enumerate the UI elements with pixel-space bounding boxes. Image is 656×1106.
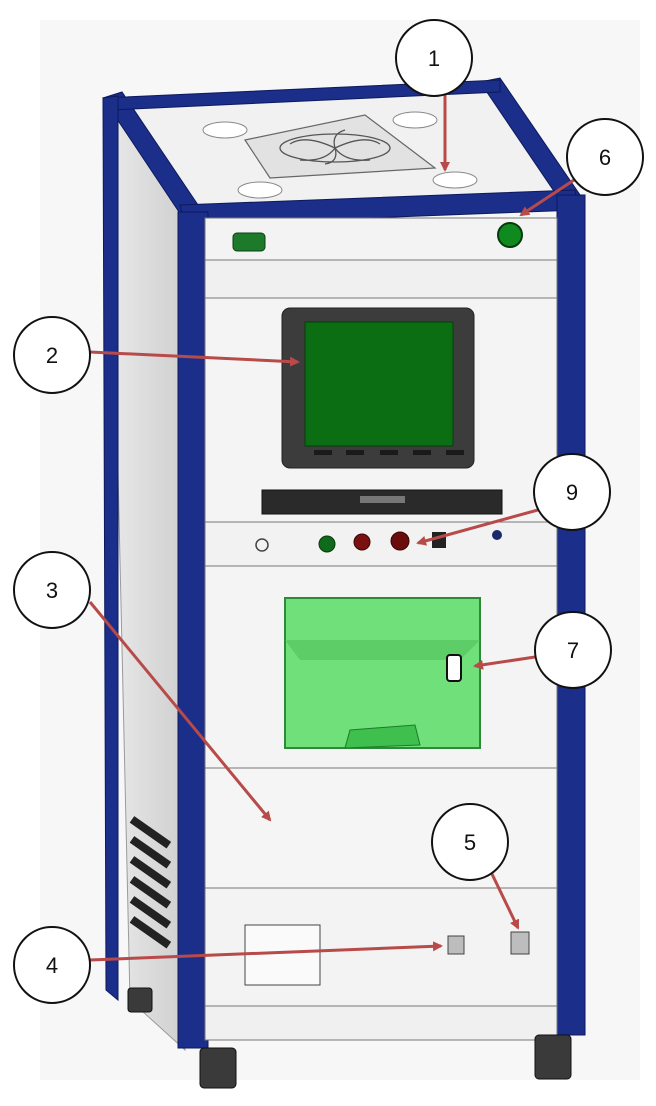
top-hole (202, 121, 248, 139)
indicator-light (232, 232, 266, 252)
screen-icon (304, 321, 454, 447)
callout-5: 5 (431, 803, 509, 881)
callout-9: 9 (533, 453, 611, 531)
svg-text:9: 9 (566, 480, 578, 505)
front-face (204, 217, 558, 1041)
window-tray (344, 724, 421, 749)
button-icon (497, 222, 523, 248)
handle-icon (446, 654, 462, 682)
side-vents (129, 816, 172, 949)
foot-icon (127, 987, 572, 1089)
button-icon (353, 533, 371, 551)
top-hole (392, 111, 438, 129)
monitor-buttons (314, 450, 464, 455)
callout-7: 7 (534, 611, 612, 689)
handle-icon (360, 496, 405, 503)
svg-text:7: 7 (567, 638, 579, 663)
svg-text:4: 4 (46, 953, 58, 978)
power-switch (447, 935, 465, 955)
callout-6: 6 (566, 118, 644, 196)
power-switch (510, 931, 530, 955)
svg-text:5: 5 (464, 830, 476, 855)
button-icon (318, 535, 336, 553)
fan-plate (244, 114, 437, 179)
top-hole (432, 171, 478, 189)
socket-box (244, 924, 321, 986)
callout-1: 1 (395, 19, 473, 97)
button-icon (255, 538, 269, 552)
button-icon (390, 531, 410, 551)
fan-icon (279, 129, 391, 165)
callout-2: 2 (13, 316, 91, 394)
callout-4: 4 (13, 926, 91, 1004)
callout-arrows (88, 95, 581, 962)
button-icon (492, 530, 502, 540)
top-hole (237, 181, 283, 199)
svg-text:6: 6 (599, 145, 611, 170)
svg-text:2: 2 (46, 343, 58, 368)
svg-text:3: 3 (46, 578, 58, 603)
callout-3: 3 (13, 551, 91, 629)
svg-text:1: 1 (428, 46, 440, 71)
window-shelf (285, 640, 480, 660)
